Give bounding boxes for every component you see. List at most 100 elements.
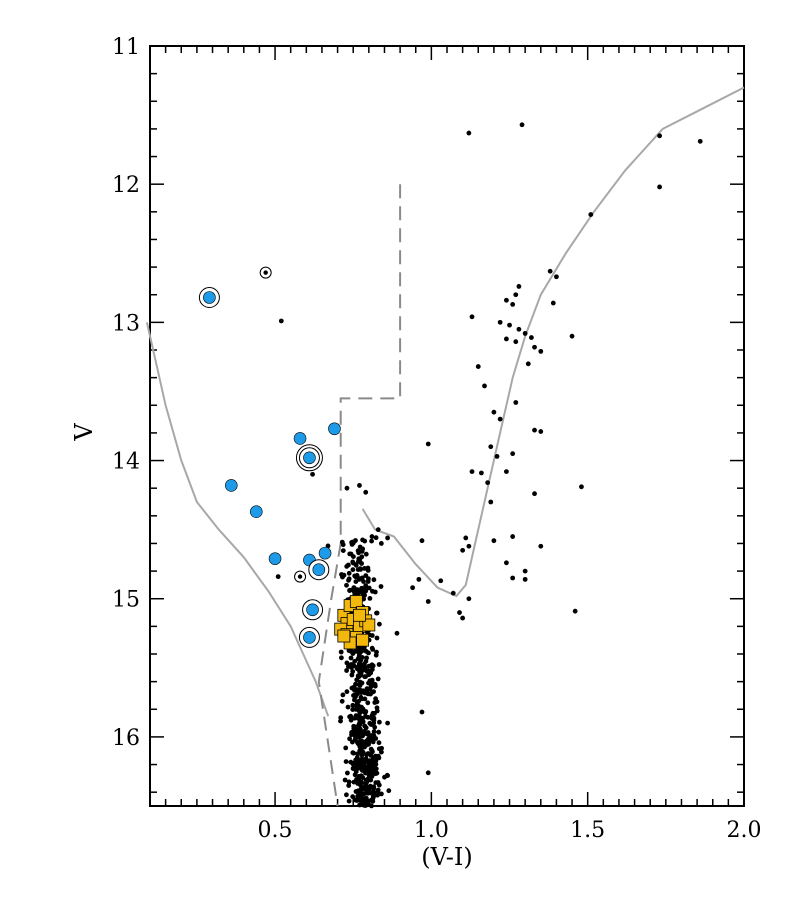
field-star	[385, 773, 390, 778]
field-star	[466, 130, 472, 136]
field-star	[538, 348, 544, 354]
y-tick-label: 15	[112, 588, 140, 613]
field-star	[344, 485, 350, 491]
main-sequence-star	[386, 788, 392, 794]
main-sequence-star	[349, 730, 354, 735]
main-sequence-star	[361, 579, 366, 584]
field-star	[425, 441, 431, 447]
main-sequence-star	[359, 575, 365, 581]
field-star	[275, 574, 281, 580]
main-sequence-star	[371, 577, 377, 583]
main-sequence-star	[376, 782, 382, 788]
main-sequence-star	[355, 781, 360, 786]
main-sequence-star	[370, 710, 376, 716]
main-sequence-star	[344, 689, 350, 695]
field-star	[497, 319, 503, 325]
field-star	[532, 491, 537, 497]
field-star	[469, 469, 475, 474]
main-sequence-star	[371, 770, 377, 776]
field-star	[547, 268, 553, 274]
blue-straggler-star	[303, 631, 316, 644]
main-sequence-star	[371, 729, 377, 734]
main-sequence-star	[356, 735, 362, 740]
field-star	[510, 451, 516, 457]
main-sequence-star	[344, 660, 350, 666]
main-sequence-star	[339, 655, 344, 661]
main-sequence-star	[369, 677, 375, 683]
main-sequence-star	[354, 762, 359, 768]
main-sequence-star	[364, 740, 370, 746]
main-sequence-star	[372, 754, 378, 760]
blue-straggler-stars	[198, 286, 341, 648]
main-sequence-star	[359, 757, 365, 762]
main-sequence-star	[372, 589, 378, 595]
field-star	[513, 339, 519, 345]
field-star	[522, 568, 528, 574]
field-star	[488, 444, 494, 450]
main-sequence-star	[363, 757, 369, 763]
main-sequence-star	[345, 770, 350, 776]
main-sequence-star	[340, 542, 346, 548]
y-tick-label: 16	[112, 726, 140, 751]
main-sequence-star	[350, 707, 356, 712]
main-sequence-star	[366, 767, 372, 773]
blue-straggler-star	[303, 451, 316, 465]
main-sequence-star	[351, 686, 357, 692]
main-sequence-star	[352, 797, 358, 803]
main-sequence-star	[358, 783, 364, 789]
main-sequence-star	[355, 793, 361, 799]
blue-straggler-star	[249, 505, 263, 518]
field-star	[357, 483, 362, 488]
main-sequence-star	[373, 652, 379, 658]
blue-straggler-outer-ring	[295, 444, 323, 472]
main-sequence-star	[369, 633, 375, 638]
main-sequence-star	[348, 655, 354, 661]
main-sequence-star	[375, 792, 380, 798]
field-star	[522, 331, 528, 336]
red-clump-star	[337, 629, 351, 643]
blue-straggler-star	[318, 546, 332, 560]
main-sequence-star	[367, 596, 373, 601]
isochrone-curves	[145, 86, 745, 717]
axis-ticks	[150, 45, 745, 806]
main-sequence-star	[343, 745, 349, 751]
main-sequence-star	[373, 766, 379, 772]
field-star	[394, 630, 400, 636]
main-sequence-star	[368, 722, 374, 727]
main-sequence-star	[359, 590, 365, 596]
field-star	[554, 274, 559, 280]
field-star	[469, 314, 475, 320]
main-sequence-star	[368, 797, 374, 803]
field-star	[378, 541, 384, 546]
main-sequence-star	[344, 668, 349, 673]
main-sequence-star	[348, 662, 354, 668]
main-sequence-star	[374, 610, 380, 616]
main-sequence-star	[356, 559, 362, 565]
blue-straggler-star	[312, 563, 326, 577]
field-star	[278, 318, 284, 324]
x-tick-label: 1.0	[414, 818, 449, 843]
blue-straggler-star	[224, 479, 238, 492]
main-sequence-star	[365, 801, 371, 807]
field-star	[507, 322, 512, 328]
field-star	[550, 300, 556, 306]
main-sequence-star	[364, 778, 370, 784]
field-star	[657, 184, 662, 190]
main-sequence-star	[346, 570, 352, 576]
plot-frame	[149, 45, 745, 807]
field-star	[475, 364, 481, 369]
main-sequence-star	[345, 704, 351, 710]
main-sequence-star	[360, 791, 365, 796]
field-star	[466, 596, 472, 602]
main-sequence-star	[374, 635, 380, 641]
main-sequence-star	[367, 758, 373, 764]
main-sequence-star	[368, 777, 374, 783]
main-sequence-star	[352, 697, 357, 703]
main-sequence-star	[346, 798, 352, 804]
field-star	[519, 122, 525, 128]
main-sequence-star	[373, 780, 379, 785]
main-sequence-star	[352, 590, 358, 596]
field-star	[369, 534, 375, 539]
main-sequence-star	[352, 586, 357, 591]
